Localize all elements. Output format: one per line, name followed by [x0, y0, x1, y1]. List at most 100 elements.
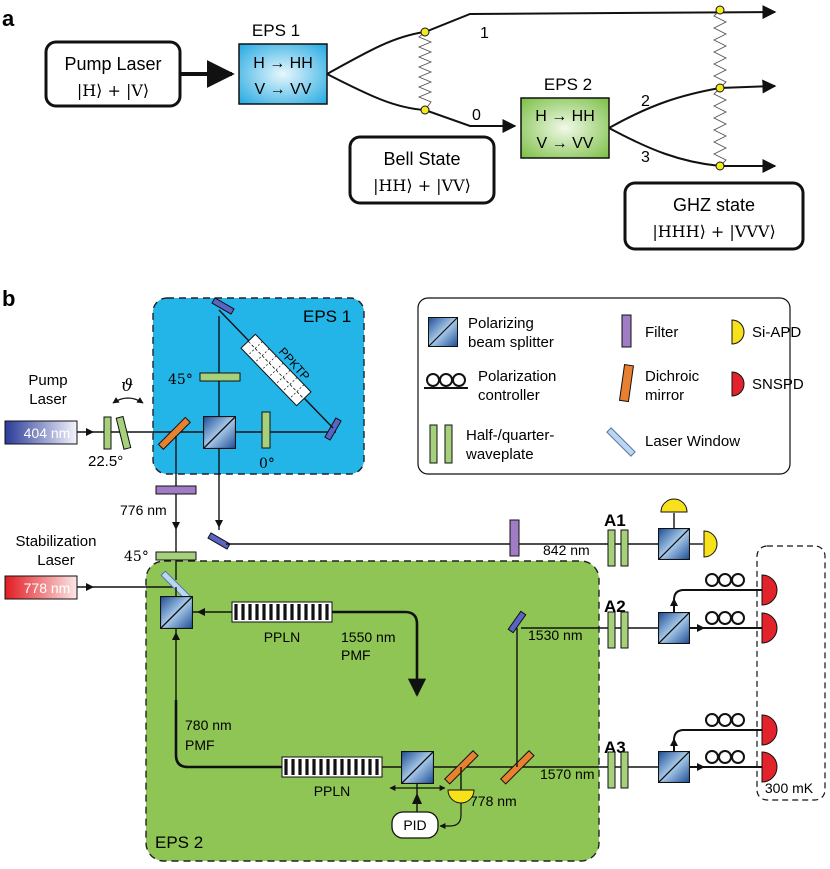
- waveplate-0: [261, 411, 271, 449]
- legend-pbs-line2: beam splitter: [468, 334, 554, 351]
- node-icon: [715, 5, 725, 15]
- waveplate: [620, 751, 629, 789]
- beam-arrow: [670, 598, 678, 606]
- legend-filter: Filter: [645, 324, 678, 341]
- fiber-780: [174, 700, 232, 769]
- legend-dm-line1: Dichroic: [645, 368, 700, 385]
- siapd-detector-icon: [703, 530, 718, 558]
- siapd-legend-icon: [731, 319, 745, 345]
- beam-arrow: [172, 522, 180, 530]
- eps2-pbs-center: [401, 751, 434, 784]
- nm-842: 842 nm: [543, 542, 590, 558]
- beam-arrow: [86, 583, 94, 591]
- eps1-box: [238, 43, 328, 105]
- polarization-controller-icon: [705, 573, 745, 587]
- ppktp-crystal: [240, 333, 312, 407]
- node-icon: [420, 105, 430, 115]
- stab-wavelength: 778 nm: [24, 580, 71, 596]
- legend-pc-line1: Polarization: [478, 368, 556, 385]
- dichroic-mirror-2: [500, 750, 535, 785]
- eps1-line1: H → HH: [253, 55, 313, 72]
- eps1-title: EPS 1: [252, 21, 300, 40]
- angle-45-stab: 45°: [124, 549, 149, 565]
- panel-b-label: b: [2, 286, 15, 311]
- waveplate: [607, 611, 616, 649]
- filter-842: [509, 519, 520, 557]
- legend-pc-line2: controller: [478, 387, 540, 404]
- eps2-line2: V → VV: [537, 135, 594, 152]
- waveplate: [607, 529, 616, 567]
- ppln-top-label: PPLN: [264, 629, 301, 645]
- ppln-top: [231, 601, 333, 623]
- nm-1570: 1570 nm: [540, 766, 594, 782]
- legend: Polarizing beam splitter Filter Si-APD P…: [417, 297, 804, 475]
- legend-pbs-line1: Polarizing: [468, 315, 534, 332]
- ghz-state-value: |HHH⟩ + |VVV⟩: [652, 222, 775, 241]
- pid-box: [391, 811, 439, 839]
- waveplate-legend-icon: [429, 424, 438, 464]
- legend-dm-line2: mirror: [645, 387, 684, 404]
- beam-arrow: [697, 763, 705, 771]
- cryostat-region: [756, 545, 826, 801]
- angle-45-eps1: 45°: [168, 372, 193, 388]
- a1-pbs: [658, 528, 690, 560]
- dichroic-legend-icon: [618, 364, 635, 403]
- theta-label: ϑ: [121, 376, 133, 396]
- legend-wp-line1: Half-/quarter-: [466, 427, 554, 444]
- nm-1530: 1530 nm: [528, 627, 582, 643]
- fiber-a2-up: [673, 589, 762, 612]
- beam-arrow: [670, 738, 678, 746]
- angle-0: 0°: [259, 456, 275, 472]
- eps2-line1: H → HH: [535, 108, 595, 125]
- pid-label: PID: [403, 817, 426, 833]
- polarization-controller-icon: [705, 611, 745, 625]
- fiber-1550: [332, 610, 427, 697]
- mode0-label: 0: [472, 107, 481, 124]
- eps2-region-label: EPS 2: [155, 833, 203, 852]
- eps2-box: [520, 97, 610, 159]
- mode0-path: [326, 73, 517, 133]
- bell-state-value: |HH⟩ + |VV⟩: [373, 176, 471, 195]
- legend-siapd: Si-APD: [752, 324, 801, 341]
- pbs-legend-icon: [428, 317, 458, 347]
- bell-state-box: Bell State |HH⟩ + |VV⟩: [348, 135, 496, 205]
- feedback-line: [439, 803, 462, 829]
- rotate-arrow-icon: [112, 397, 144, 404]
- a2-label: A2: [604, 597, 626, 616]
- waveplate: [620, 611, 629, 649]
- waveplate: [620, 529, 629, 567]
- mode3-path: [608, 127, 777, 173]
- mode2-path: [608, 79, 777, 129]
- node-icon: [715, 83, 725, 93]
- mirror: [507, 610, 527, 634]
- fiber-a3-up: [673, 729, 762, 751]
- pump-label-line1: Pump: [28, 372, 67, 389]
- a2-pbs: [658, 612, 690, 644]
- snspd-legend-icon: [731, 371, 745, 397]
- eps1-line2: V → VV: [255, 81, 312, 98]
- mirror: [324, 417, 342, 441]
- laser-window-legend-icon: [606, 427, 636, 457]
- beam-arrow: [86, 428, 94, 436]
- beam-arrow: [697, 624, 705, 632]
- waveplate-45-eps1: [199, 372, 241, 382]
- pmf-left: PMF: [185, 737, 215, 753]
- beam-arrow: [215, 520, 223, 528]
- waveplate-legend-icon-2: [444, 424, 453, 464]
- snspd-detector-icon: [761, 714, 778, 746]
- polarization-controller-icon: [705, 750, 745, 764]
- ppln-bottom-label: PPLN: [314, 783, 351, 799]
- waveplate-22-5: [103, 416, 112, 450]
- polarization-controller-icon: [705, 713, 745, 727]
- beam-arrow: [172, 632, 180, 640]
- eps1-pbs: [203, 416, 236, 449]
- angle-22-5: 22.5°: [88, 453, 123, 470]
- siapd-detector-icon: [660, 498, 688, 513]
- legend-wp-line2: waveplate: [465, 446, 534, 463]
- panel-a-label: a: [2, 6, 15, 31]
- pump-laser-state: |H⟩ + |V⟩: [77, 81, 149, 100]
- waveplate-theta: [115, 415, 132, 450]
- mk-300: 300 mK: [765, 780, 814, 796]
- a3-pbs: [658, 751, 690, 783]
- mode2-label: 2: [641, 93, 650, 110]
